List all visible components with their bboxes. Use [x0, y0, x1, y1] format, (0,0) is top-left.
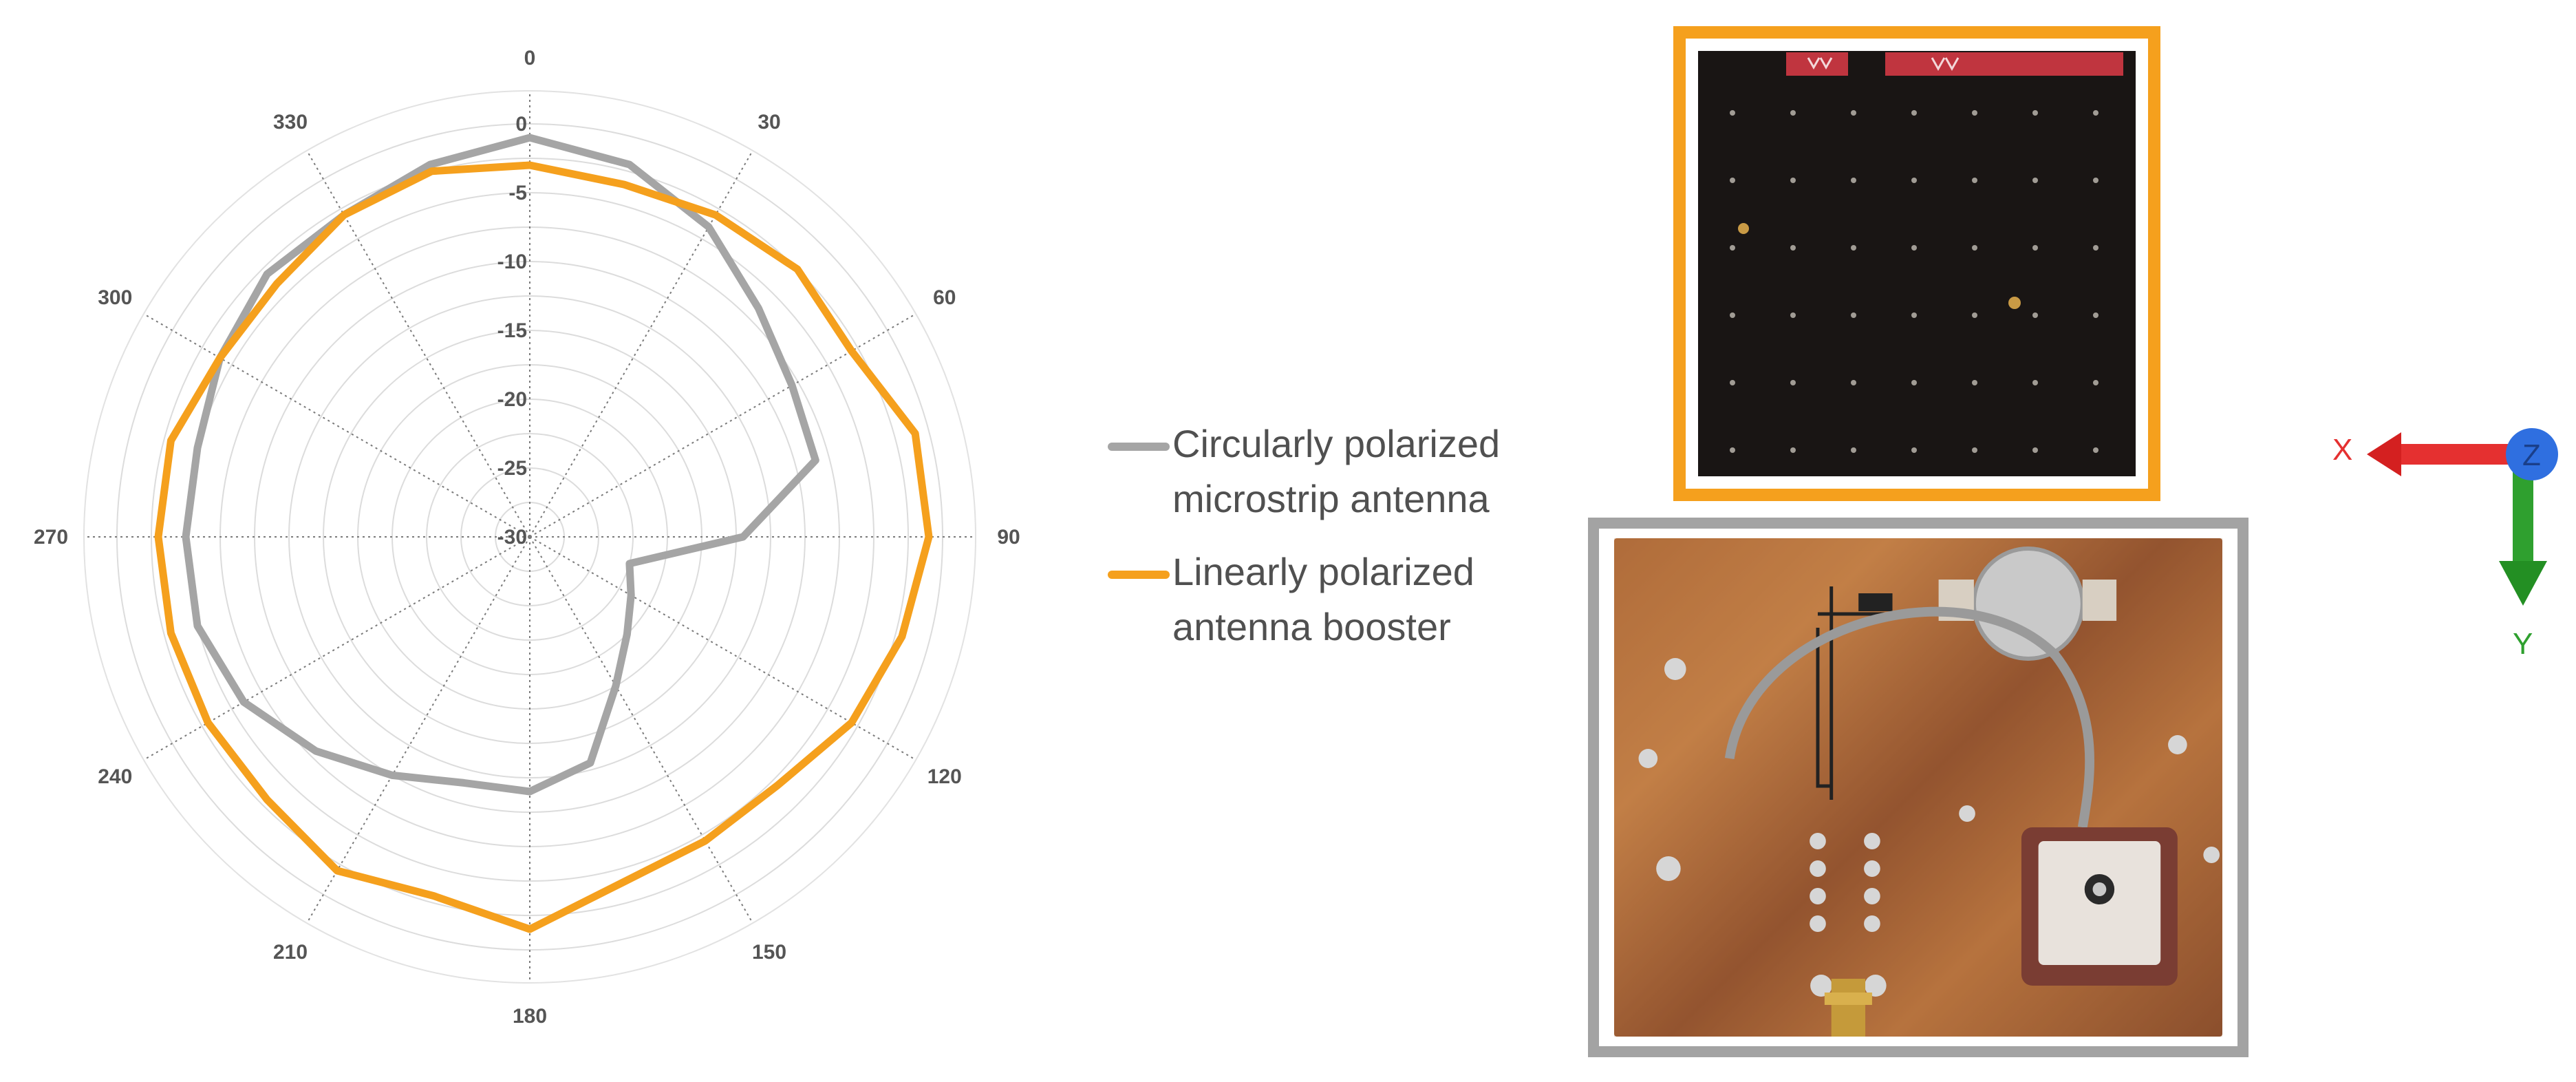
angle-label: 0	[524, 47, 536, 70]
pcb-via	[1790, 447, 1796, 453]
pcb-via	[1972, 110, 1977, 116]
angle-label: 210	[273, 941, 308, 964]
legend-label-linear: Linearly polarized antenna booster	[1172, 550, 1474, 648]
pcb-via	[2032, 110, 2038, 116]
angle-label: 240	[98, 765, 132, 788]
microstrip-pcb-image	[1614, 538, 2222, 1037]
y-axis-label: Y	[2513, 627, 2533, 661]
pcb-via	[2032, 380, 2038, 385]
pcb-via	[1911, 110, 1917, 116]
pcb-via	[1911, 380, 1917, 385]
pcb-via	[2032, 312, 2038, 318]
microstrip-pcb-drawing	[1614, 538, 2222, 1037]
angle-label: 120	[927, 765, 962, 788]
grid-ring	[460, 467, 599, 606]
angle-label: 60	[933, 286, 956, 309]
booster-pcb-drawing	[1698, 51, 2136, 476]
radial-tick-label: -30	[497, 526, 527, 549]
polar-grid	[83, 90, 976, 984]
pcb-via	[1972, 178, 1977, 183]
pcb-via	[1730, 380, 1735, 385]
pcb-via	[1730, 312, 1735, 318]
pcb-via	[2093, 178, 2099, 183]
y-axis-arrowhead	[2499, 561, 2547, 606]
booster-pcb-image	[1698, 51, 2136, 476]
pcb-via	[1911, 312, 1917, 318]
pcb-via	[1730, 110, 1735, 116]
series-line-linear	[154, 161, 933, 933]
pcb-via	[1790, 312, 1796, 318]
pcb-via	[1972, 380, 1977, 385]
pcb-via	[1790, 110, 1796, 116]
angle-label: 330	[273, 111, 308, 134]
pcb-via	[1911, 447, 1917, 453]
radial-tick-label: -5	[508, 182, 527, 204]
x-axis-shaft	[2387, 444, 2529, 465]
pcb-via	[1790, 380, 1796, 385]
z-axis-dot	[2506, 428, 2558, 480]
pcb-via	[2093, 447, 2099, 453]
legend-swatch-circular	[1108, 443, 1170, 451]
angle-label: 270	[34, 526, 68, 549]
x-axis-label: X	[2332, 433, 2352, 467]
pcb-via	[1851, 380, 1856, 385]
grid-ring-outer	[83, 90, 976, 984]
polar-labels: 0 30 60 90 120 150 180 210 240 270 300 330 0 -5 -10 -15…	[34, 47, 1020, 1028]
radial-tick-label: -20	[497, 388, 527, 411]
x-axis-arrowhead	[2367, 432, 2401, 476]
pcb-via	[1851, 312, 1856, 318]
pcb-via	[2093, 245, 2099, 251]
z-axis-label: Z	[2522, 438, 2541, 472]
pcb-via	[2093, 380, 2099, 385]
pcb-via	[1790, 178, 1796, 183]
axes-gizmo-drawing: X Y Z	[2332, 428, 2558, 661]
grid-ring	[426, 433, 634, 641]
pcb-via	[1972, 447, 1977, 453]
radial-tick-label: 0	[515, 113, 527, 136]
legend-item-linear: Linearly polarized antenna booster	[1108, 544, 1599, 655]
pcb-via	[2032, 178, 2038, 183]
microstrip-photo-frame	[1588, 518, 2248, 1057]
radial-tick-label: -15	[497, 319, 527, 342]
angle-label: 150	[752, 941, 786, 964]
pcb-via	[1972, 312, 1977, 318]
radial-tick-label: -25	[497, 457, 527, 480]
pcb-via	[2093, 312, 2099, 318]
pcb-via	[1911, 245, 1917, 251]
pcb-via	[2032, 447, 2038, 453]
angle-label: 180	[513, 1005, 547, 1028]
legend-label-circular: Circularly polarized microstrip antenna	[1172, 422, 1501, 520]
angle-label: 300	[98, 286, 132, 309]
polar-chart: 0 30 60 90 120 150 180 210 240 270 300 330 0 -5 -10 -15…	[34, 47, 1020, 1028]
legend: Circularly polarized microstrip antenna …	[1108, 416, 1599, 672]
pcb-via	[1851, 245, 1856, 251]
booster-photo-frame	[1673, 26, 2160, 501]
pcb-via	[2093, 110, 2099, 116]
pcb-via	[1851, 178, 1856, 183]
radial-tick-label: -10	[497, 251, 527, 273]
pcb-via	[1911, 178, 1917, 183]
pcb-via	[1851, 110, 1856, 116]
pcb-via	[1851, 447, 1856, 453]
pcb-via	[1972, 245, 1977, 251]
grid-spoke	[143, 536, 530, 761]
angle-label: 30	[758, 111, 780, 134]
polar-series	[154, 134, 933, 933]
angle-label: 90	[997, 526, 1020, 549]
pcb-via	[1730, 447, 1735, 453]
legend-swatch-linear	[1108, 571, 1170, 579]
pcb-via	[2032, 245, 2038, 251]
grid-ring	[288, 295, 771, 778]
pcb-via	[1790, 245, 1796, 251]
axes-gizmo: X Y Z	[2326, 427, 2566, 675]
legend-item-circular: Circularly polarized microstrip antenna	[1108, 416, 1599, 527]
grid-ring	[151, 158, 909, 916]
pcb-via	[1730, 245, 1735, 251]
grid-spoke	[529, 150, 753, 538]
pcb-via	[1730, 178, 1735, 183]
